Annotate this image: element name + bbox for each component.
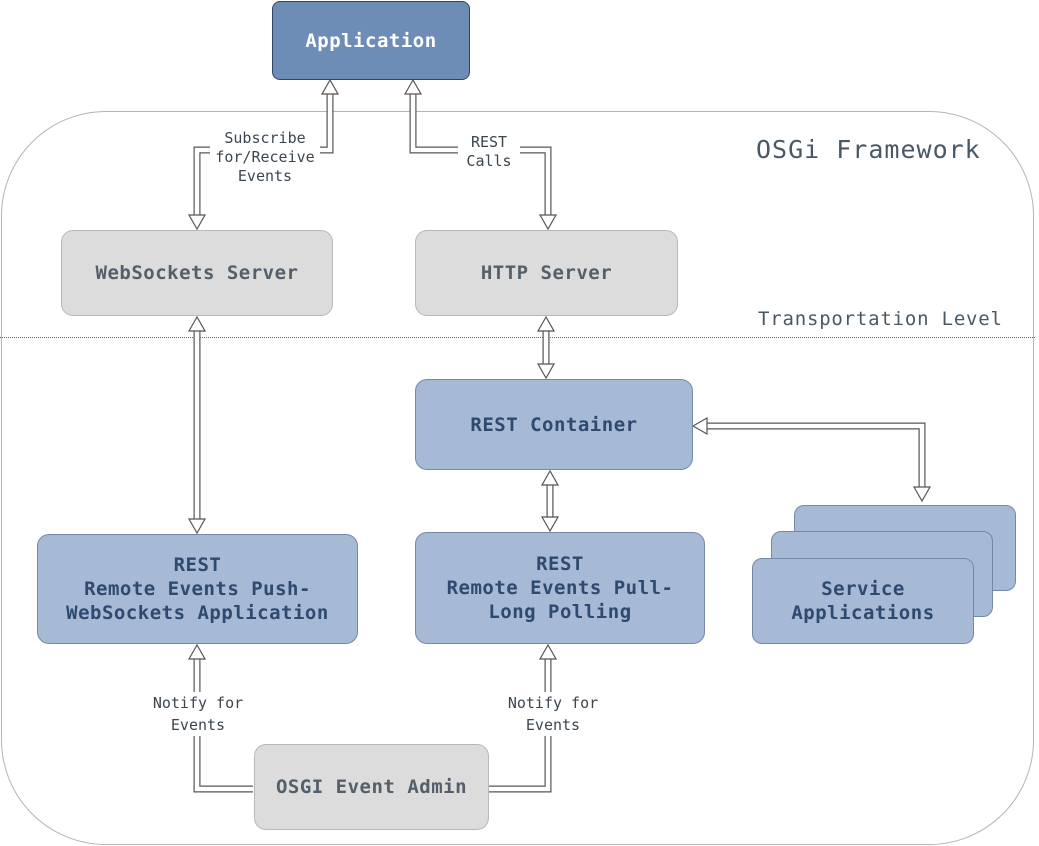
arrowhead-up-icon xyxy=(320,78,340,95)
arrowhead-up-icon xyxy=(536,315,556,332)
rest-container-node: REST Container xyxy=(415,379,693,470)
websockets-server-node: WebSockets Server xyxy=(61,230,333,316)
arrowhead-up-icon xyxy=(187,315,207,332)
arrowhead-down-icon xyxy=(187,518,207,535)
edge-label-notify-right: Notify for Events xyxy=(498,692,608,736)
edge-container-services xyxy=(702,422,926,492)
http-server-node: HTTP Server xyxy=(415,230,678,316)
edge-label-notify-left: Notify for Events xyxy=(143,692,253,736)
pull-application-node: REST Remote Events Pull- Long Polling xyxy=(415,532,705,644)
edge-label-subscribe: Subscribe for/Receive Events xyxy=(210,129,320,186)
arrowhead-down-icon xyxy=(538,214,558,231)
arrowhead-up-icon xyxy=(538,643,558,660)
osgi-event-admin-node: OSGI Event Admin xyxy=(254,744,489,830)
application-node: Application xyxy=(272,1,470,80)
arrowheads xyxy=(187,78,932,660)
arrowhead-down-icon xyxy=(187,214,207,231)
push-application-node: REST Remote Events Push- WebSockets Appl… xyxy=(37,534,358,644)
arrowhead-down-icon xyxy=(912,486,932,503)
arrowhead-left-icon xyxy=(691,416,708,436)
transport-level-divider xyxy=(0,337,1035,338)
arrowhead-up-icon xyxy=(540,469,560,486)
arrowhead-down-icon xyxy=(536,363,556,380)
arrowhead-up-icon xyxy=(403,78,423,95)
arrowhead-up-icon xyxy=(187,643,207,660)
arrowhead-down-icon xyxy=(540,516,560,533)
transport-level-label: Transportation Level xyxy=(758,308,1003,330)
framework-label: OSGi Framework xyxy=(756,135,981,164)
edge-label-rest-calls: REST Calls xyxy=(458,133,520,171)
service-applications-node: Service Applications xyxy=(752,558,974,644)
